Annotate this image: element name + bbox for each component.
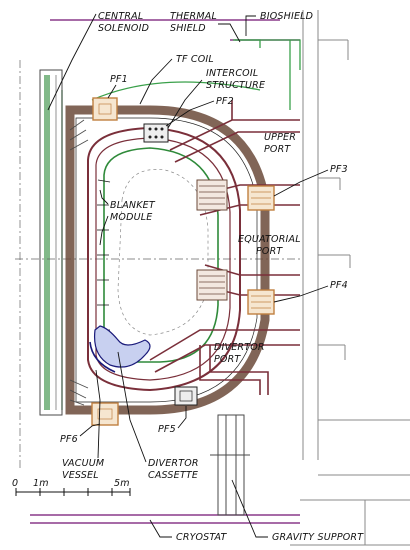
scale-zero-label: 0 — [12, 478, 18, 489]
label-bioshield-text: BIOSHIELD — [260, 11, 313, 22]
pf3-coil — [247, 185, 275, 211]
label-divertor-cassette-line2: CASSETTE — [148, 470, 198, 481]
label-equatorial-port: EQUATORIAL PORT — [238, 234, 301, 257]
label-equatorial-line1: EQUATORIAL — [238, 234, 301, 245]
gravity-support — [210, 414, 250, 516]
label-intercoil-line1: INTERCOIL — [206, 68, 258, 79]
label-pf1-text: PF1 — [110, 74, 128, 85]
label-pf2: PF2 — [165, 96, 234, 127]
label-thermal-shield-line2: SHIELD — [170, 23, 206, 34]
label-blanket-line1: BLANKET — [110, 200, 156, 211]
scale-bar: 0 1m 5m — [12, 478, 131, 496]
bioshield-wall — [290, 10, 410, 546]
label-gravity-support-text: GRAVITY SUPPORT — [272, 532, 364, 543]
divertor-cassette — [93, 325, 151, 368]
label-vacuum-vessel-line2: VESSEL — [62, 470, 99, 481]
label-divertor-cassette: DIVERTOR CASSETTE — [117, 351, 199, 481]
label-divertor-port: DIVERTOR PORT — [214, 342, 265, 365]
central-solenoid — [39, 69, 63, 416]
pf2-coil — [143, 123, 169, 143]
blanket-module-stripes — [97, 179, 111, 331]
pf5-coil — [174, 386, 198, 406]
label-pf1: PF1 — [107, 74, 128, 99]
equatorial-port-plug-lower — [196, 269, 228, 301]
tf-coil-ribs — [69, 119, 89, 406]
bioshield-top — [235, 39, 291, 110]
label-pf3-text: PF3 — [330, 164, 348, 175]
label-central-solenoid-line2: SOLENOID — [98, 23, 149, 34]
label-pf4: PF4 — [273, 280, 348, 303]
label-pf5: PF5 — [158, 406, 187, 435]
scale-one-label: 1m — [33, 478, 49, 489]
tf-coil — [65, 105, 270, 415]
label-divertor-cassette-line1: DIVERTOR — [148, 458, 199, 469]
label-central-solenoid: CENTRAL SOLENOID — [47, 11, 149, 111]
label-thermal-shield-line1: THERMAL — [170, 11, 217, 22]
label-cryostat-text: CRYOSTAT — [176, 532, 228, 543]
plasma-boundary — [117, 169, 209, 336]
scale-five-label: 5m — [114, 478, 130, 489]
label-vacuum-vessel-line1: VACUUM — [62, 458, 104, 469]
label-blanket-module: BLANKET MODULE — [99, 189, 156, 246]
label-bioshield: BIOSHIELD — [245, 11, 313, 36]
vacuum-vessel-outer — [87, 126, 241, 392]
upper-port — [169, 100, 300, 163]
equatorial-port-plug-hatching — [199, 185, 225, 205]
label-intercoil-structure: INTERCOIL STRUCTURE — [167, 68, 265, 129]
label-gravity-support: GRAVITY SUPPORT — [231, 479, 364, 543]
equatorial-port-plug-lower-hatching — [199, 275, 225, 295]
label-pf6-text: PF6 — [60, 434, 78, 445]
vacuum-vessel-inner — [95, 137, 231, 381]
pf6-coil — [91, 402, 119, 426]
label-pf4-text: PF4 — [330, 280, 348, 291]
label-pf3: PF3 — [273, 164, 348, 197]
label-thermal-shield: THERMAL SHIELD — [170, 11, 241, 43]
label-central-solenoid-line1: CENTRAL — [98, 11, 143, 22]
label-upper-port: UPPER PORT — [264, 132, 296, 155]
label-tf-coil-text: TF COIL — [176, 54, 214, 65]
label-intercoil-line2: STRUCTURE — [206, 80, 265, 91]
label-upper-port-line1: UPPER — [264, 132, 296, 143]
label-pf2-text: PF2 — [216, 96, 234, 107]
label-blanket-line2: MODULE — [110, 212, 152, 223]
label-upper-port-line2: PORT — [264, 144, 291, 155]
pf1-coil — [92, 97, 118, 121]
label-cryostat: CRYOSTAT — [149, 519, 228, 543]
label-vacuum-vessel: VACUUM VESSEL — [62, 369, 104, 481]
label-tf-coil: TF COIL — [139, 54, 214, 105]
label-divertor-port-line1: DIVERTOR — [214, 342, 265, 353]
equatorial-port-plug-upper — [196, 179, 228, 211]
pf4-coil — [247, 289, 275, 315]
divertor-port — [149, 329, 300, 395]
label-pf6: PF6 — [60, 423, 101, 445]
label-equatorial-line2: PORT — [256, 246, 283, 257]
label-divertor-port-line2: PORT — [214, 354, 241, 365]
label-pf5-text: PF5 — [158, 424, 176, 435]
divertor-target — [89, 341, 116, 373]
